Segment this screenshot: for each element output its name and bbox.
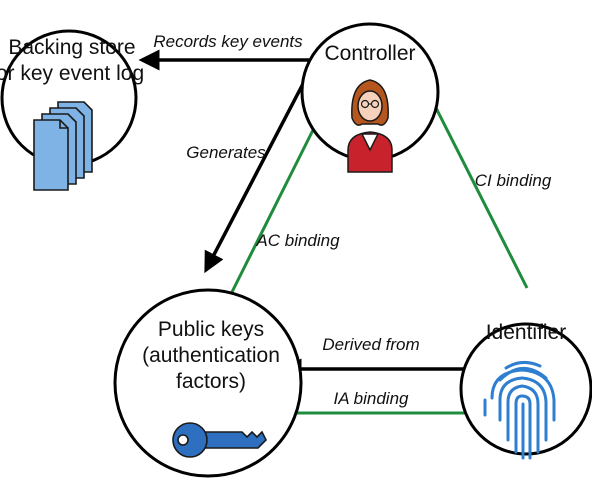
identifier-node [459,322,592,456]
ci-binding-line [430,99,529,289]
public-keys-label-line3: factors) [176,370,246,393]
backing-store-label-line2: or key event log [0,62,144,85]
public-keys-label-line1: Public keys [158,318,264,341]
derived-from-label: Derived from [322,335,419,354]
fingerprint-icon [483,361,556,460]
generates-arrow [204,77,308,274]
backing-store-label-line1: Backing store [8,36,135,59]
public-keys-node [113,288,303,478]
key-icon [172,422,267,458]
identifier-label: Identifier [486,321,567,344]
public-keys-label-line2: (authentication [142,344,280,367]
person-icon [347,79,393,173]
ci-binding-label: CI binding [475,171,552,190]
ac-binding-label: AC binding [255,231,340,250]
ac-binding-line [230,129,315,293]
generates-label: Generates [186,143,266,162]
ia-binding-label: IA binding [334,389,410,408]
documents-stack-icon [33,101,93,191]
records-label: Records key events [153,32,303,51]
controller-label: Controller [324,42,415,65]
